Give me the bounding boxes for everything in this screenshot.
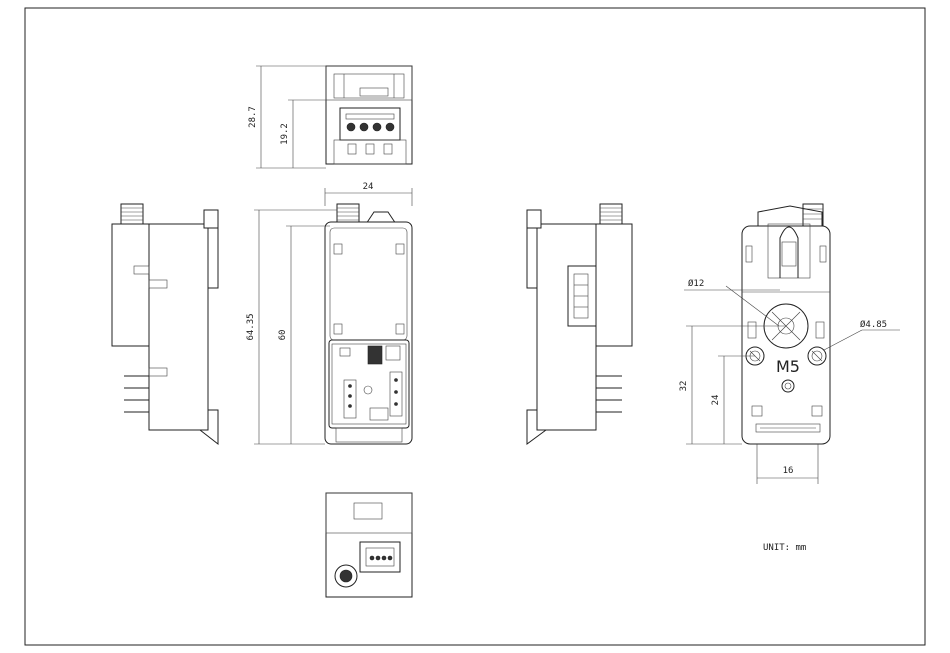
front-view: [324, 203, 413, 445]
front-view-dimensions: 24 64.35 60: [246, 182, 413, 445]
antenna-connector-bottom: [334, 564, 358, 588]
back-view: M5: [741, 203, 831, 445]
bottom-view: [325, 492, 413, 598]
top-view: [325, 65, 413, 165]
screw-hole-right: [807, 346, 827, 366]
dim-screw-diameter: Ø4.85: [860, 319, 887, 330]
dim-front-height-inner: 60: [278, 330, 288, 341]
right-side-view: [526, 203, 633, 445]
dim-front-width: 24: [363, 182, 374, 192]
unit-note: UNIT: mm: [763, 543, 806, 553]
dim-mount-height-total: 32: [679, 381, 689, 392]
drawing-frame: [24, 7, 926, 646]
logo-m5: M5: [776, 357, 800, 376]
back-view-dimensions: Ø12 Ø4.85 32 24 16: [679, 278, 900, 484]
left-side-view: [111, 203, 219, 446]
top-view-dimensions: 28.7 19.2: [248, 65, 326, 169]
dim-mount-spacing: 16: [783, 466, 794, 476]
dim-mount-height-inner: 24: [711, 395, 721, 406]
dim-top-height-total: 28.7: [248, 106, 258, 128]
dim-front-height-total: 64.35: [246, 313, 256, 340]
dim-hole-diameter: Ø12: [688, 278, 704, 289]
dim-top-height-inner: 19.2: [280, 123, 290, 145]
